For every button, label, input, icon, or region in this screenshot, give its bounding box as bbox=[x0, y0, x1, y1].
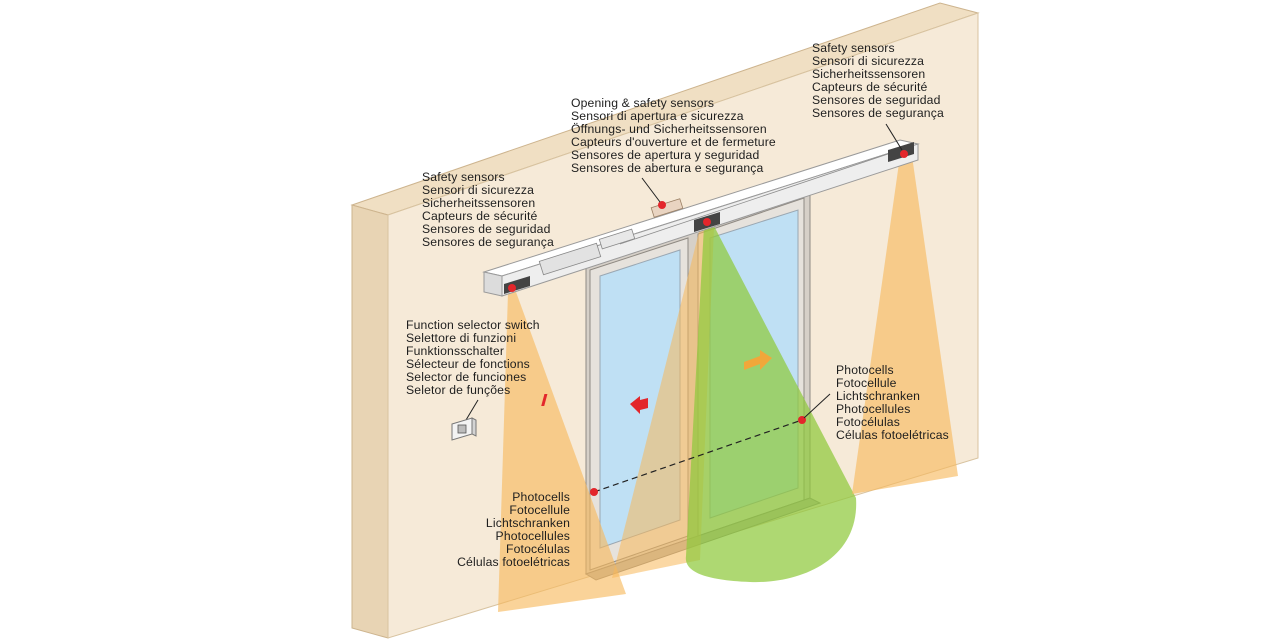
marker-center-sensor bbox=[703, 218, 711, 226]
marker-right-safety bbox=[900, 150, 908, 158]
center-safety-beam bbox=[612, 228, 714, 578]
label-photocells-right: Photocells Fotocellule Lichtschranken Ph… bbox=[836, 363, 949, 443]
label-opening-safety: Opening & safety sensors Sensori di aper… bbox=[571, 96, 776, 176]
leader-center-block bbox=[641, 177, 661, 203]
photocell-beam bbox=[593, 419, 803, 493]
marker-left-safety bbox=[508, 284, 516, 292]
sensor-beams bbox=[498, 156, 958, 612]
label-safety-left: Safety sensors Sensori di sicurezza Sich… bbox=[422, 170, 554, 250]
leader-right-safety bbox=[885, 123, 903, 151]
marker-photocell-left bbox=[590, 488, 598, 496]
radar-beam bbox=[685, 226, 857, 583]
right-safety-beam bbox=[852, 156, 958, 494]
leader-photocell-right bbox=[803, 393, 831, 419]
red-left-arrow-icon bbox=[541, 394, 648, 414]
leader-lines bbox=[465, 123, 903, 421]
selector-switch-icon bbox=[451, 417, 477, 441]
left-safety-beam bbox=[498, 292, 626, 612]
marker-center-block bbox=[658, 201, 666, 209]
label-safety-right: Safety sensors Sensori di sicurezza Sich… bbox=[812, 41, 944, 121]
belt-line bbox=[619, 149, 901, 245]
motor-unit bbox=[538, 242, 602, 276]
header-end bbox=[483, 271, 503, 297]
label-photocells-bottom: Photocells Fotocellule Lichtschranken Ph… bbox=[457, 490, 570, 570]
orange-right-arrow-icon bbox=[744, 350, 772, 370]
wall-side bbox=[351, 204, 389, 639]
label-function-selector: Function selector switch Selettore di fu… bbox=[406, 318, 540, 398]
belt-pulley bbox=[598, 228, 636, 250]
red-markers bbox=[508, 150, 908, 496]
leader-selector bbox=[465, 399, 479, 421]
